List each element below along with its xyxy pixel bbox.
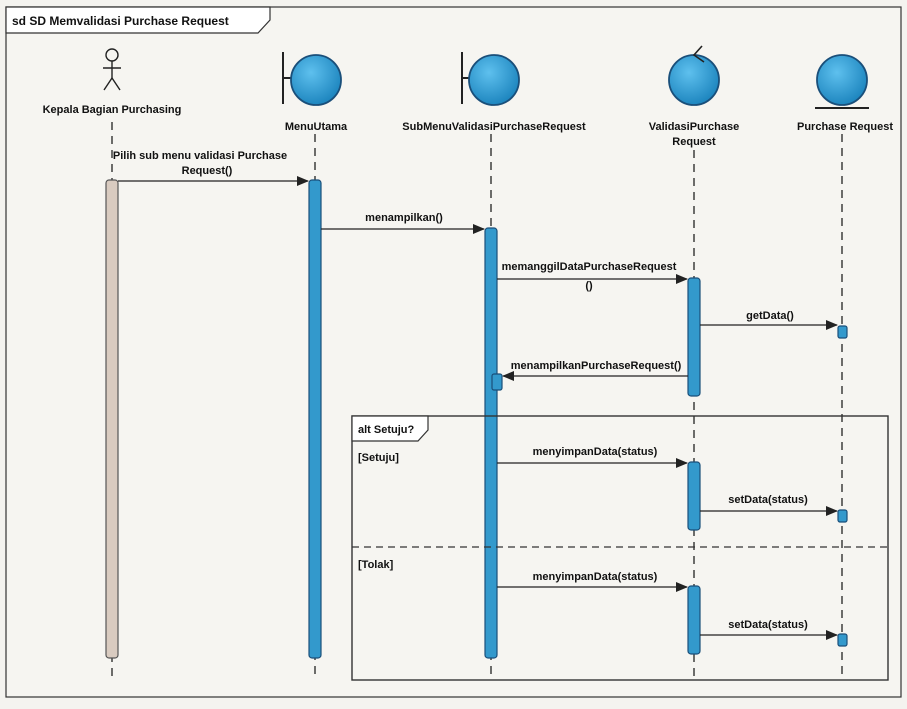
activation-submenu-validasi (484, 227, 498, 659)
activation-purchase-request-2 (837, 509, 848, 523)
activation-bars (105, 179, 848, 659)
alt-fragment-tab (351, 415, 429, 442)
participant-label-submenu-validasi: SubMenuValidasiPurchaseRequest (402, 121, 586, 133)
activation-actor (105, 179, 119, 659)
message-label-8: menyimpanData(status) (533, 571, 658, 583)
boundary-icon-submenu-validasi (461, 52, 520, 106)
message-label-4: getData() (746, 310, 794, 322)
frame-title: sd SD Memvalidasi Purchase Request (12, 14, 229, 28)
participant-label-actor: Kepala Bagian Purchasing (43, 104, 182, 116)
participant-label-validasi-purchase-request: ValidasiPurchase (649, 121, 740, 133)
message-label-3b: () (585, 280, 593, 292)
activation-validasi-1 (687, 277, 701, 397)
alt-guard-tolak: [Tolak] (358, 559, 394, 571)
activation-validasi-3 (687, 585, 701, 655)
diagram-frame (5, 6, 902, 698)
activation-purchase-request-3 (837, 633, 848, 647)
message-label-6: menyimpanData(status) (533, 446, 658, 458)
alt-fragment-operator: alt Setuju? (358, 424, 415, 436)
messages: Pilih sub menu validasi Purchase Request… (113, 150, 838, 640)
participant-label-purchase-request: Purchase Request (797, 121, 893, 133)
activation-menu-utama (308, 179, 322, 659)
control-icon-validasi-purchase-request (668, 45, 720, 106)
message-label-1b: Request() (182, 165, 233, 177)
message-label-3: memanggilDataPurchaseRequest (502, 261, 677, 273)
message-label-2: menampilkan() (365, 212, 443, 224)
participant-label-menu-utama: MenuUtama (285, 121, 348, 133)
boundary-icon-menu-utama (282, 52, 342, 106)
entity-icon-purchase-request (815, 54, 869, 109)
activation-purchase-request-1 (837, 325, 848, 339)
message-label-7: setData(status) (728, 494, 808, 506)
message-label-9: setData(status) (728, 619, 808, 631)
alt-fragment: alt Setuju? [Setuju] [Tolak] (351, 415, 889, 681)
participant-label2-validasi-purchase-request: Request (672, 136, 716, 148)
frame-title-tab (5, 6, 271, 34)
message-label-5: menampilkanPurchaseRequest() (511, 360, 682, 372)
message-label-1: Pilih sub menu validasi Purchase (113, 150, 287, 162)
alt-fragment-box (351, 415, 889, 681)
activation-submenu-self (491, 373, 503, 391)
activation-validasi-2 (687, 461, 701, 531)
alt-guard-setuju: [Setuju] (358, 452, 399, 464)
actor-figure (103, 48, 121, 91)
